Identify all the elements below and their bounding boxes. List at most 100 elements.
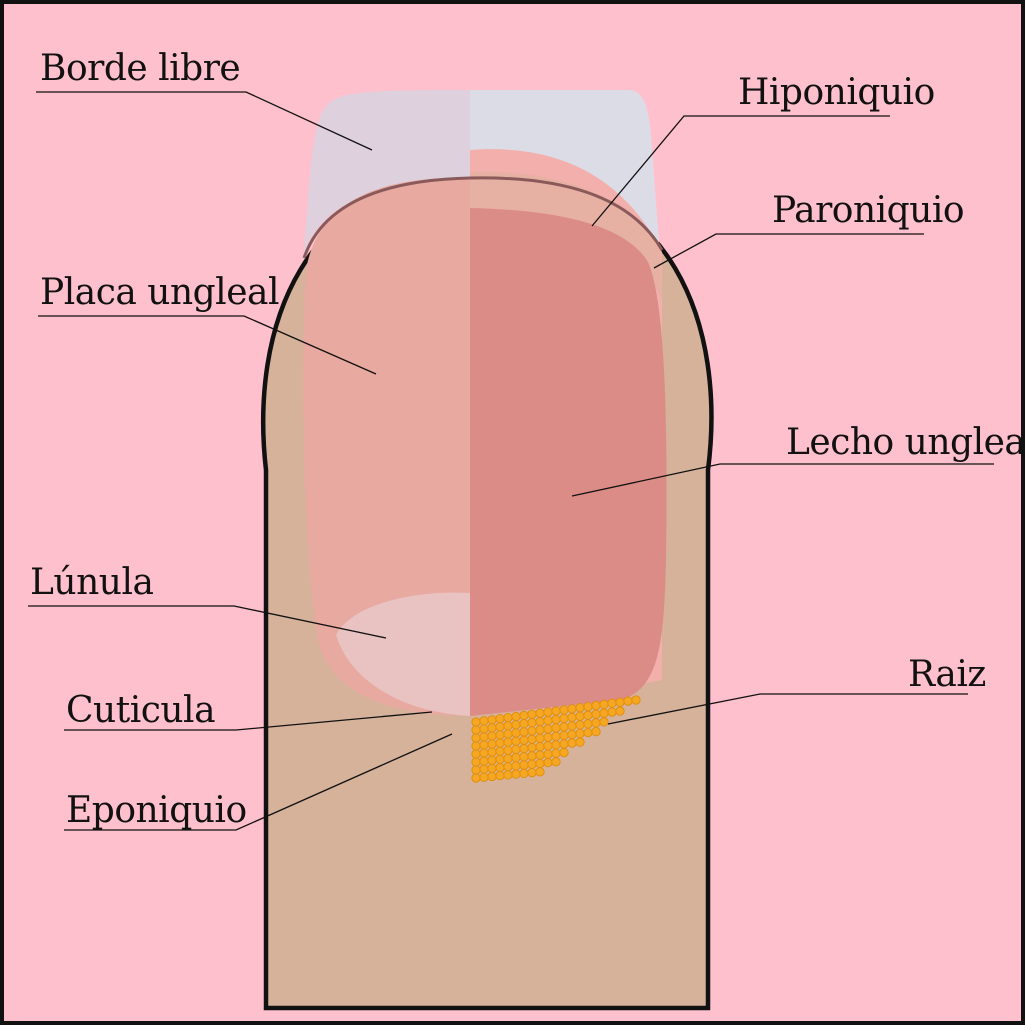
root-dot (559, 730, 569, 741)
root-dot (567, 704, 577, 714)
root-dot (559, 739, 569, 749)
root-dot (495, 762, 505, 773)
root-dot (623, 696, 633, 706)
root-dot (543, 715, 553, 726)
root-dot (559, 713, 569, 724)
root-dot (479, 716, 489, 726)
root-dot (471, 757, 481, 767)
leader-lunula (28, 605, 387, 639)
root-dot (519, 735, 529, 745)
root-dot (551, 757, 561, 767)
root-dot (631, 695, 641, 705)
root-dot (535, 708, 545, 718)
root-dot (591, 709, 601, 719)
root-dot (503, 770, 513, 780)
root-dot (551, 731, 561, 742)
root-dot (487, 723, 497, 733)
root-dot (487, 763, 497, 773)
root-dot (599, 717, 609, 727)
root-dot (583, 701, 593, 712)
root-dot (535, 733, 545, 743)
root-dot (543, 758, 553, 768)
root-dot (607, 707, 617, 717)
nail-bed (470, 208, 667, 716)
root-dot (567, 721, 577, 731)
root-dot (519, 752, 529, 762)
root-dot (599, 708, 609, 718)
leader-cuticula (64, 711, 433, 731)
root-dot (543, 707, 553, 717)
leader-borde-libre (36, 91, 373, 151)
root-dot (479, 740, 489, 750)
root-dot (471, 773, 481, 783)
root-dot (591, 727, 601, 737)
root-dot (495, 714, 505, 724)
root-dot (519, 768, 529, 778)
root-dot (519, 760, 529, 770)
root-dot (487, 731, 497, 741)
leader-lecho-ungleal (571, 463, 994, 497)
root-dot (527, 726, 537, 736)
root-dot (559, 747, 569, 758)
root-dot (479, 724, 489, 734)
root-dot (575, 728, 585, 739)
root-dot (615, 697, 625, 707)
root-dot (583, 719, 593, 729)
root-dot (503, 753, 513, 764)
root-dot (535, 742, 545, 752)
root-dot (479, 748, 489, 758)
root-dot (575, 737, 585, 747)
leader-raiz (607, 693, 968, 725)
root-dot (487, 747, 497, 757)
root-dot (487, 739, 497, 749)
label-cuticula: Cuticula (66, 690, 215, 731)
root-dot (527, 768, 537, 778)
root-dot (495, 730, 505, 740)
root-dot (519, 727, 529, 737)
root-dot (567, 729, 577, 740)
root-cluster (471, 695, 641, 783)
root-dot (535, 758, 545, 769)
root-dot (551, 748, 561, 758)
root-dot (479, 772, 489, 782)
root-dot (575, 720, 585, 730)
root-dot (511, 753, 521, 763)
leader-hiponiquio (591, 115, 890, 227)
root-dot (495, 754, 505, 765)
root-dot (567, 712, 577, 722)
root-dot (551, 714, 561, 725)
root-dot (503, 762, 513, 772)
root-dot (487, 755, 497, 765)
root-dot (479, 756, 489, 766)
root-dot (511, 728, 521, 738)
root-dot (503, 712, 513, 723)
label-lunula: Lúnula (30, 562, 153, 603)
root-dot (479, 732, 489, 742)
root-dot (495, 746, 505, 756)
root-dot (551, 723, 561, 733)
root-dot (551, 740, 561, 750)
root-dot (519, 710, 529, 721)
free-edge-left (304, 90, 470, 255)
root-dot (471, 741, 481, 751)
label-eponiquio: Eponiquio (66, 790, 247, 831)
root-dot (511, 744, 521, 755)
nail-plate (303, 177, 470, 716)
root-dot (471, 765, 481, 775)
root-dot (551, 706, 561, 716)
root-dot (559, 705, 569, 715)
root-dot (503, 737, 513, 747)
root-dot (591, 700, 601, 711)
root-dot (487, 771, 497, 782)
root-dot (575, 711, 585, 721)
label-raiz: Raiz (908, 654, 986, 695)
leader-placa-ungleal (38, 315, 377, 375)
root-dot (567, 738, 577, 748)
root-dot (535, 750, 545, 760)
root-dot (527, 718, 537, 728)
root-dot (535, 716, 545, 727)
root-dot (495, 771, 505, 781)
nail-fold-line (302, 176, 664, 259)
leader-paroniquio (653, 233, 924, 269)
